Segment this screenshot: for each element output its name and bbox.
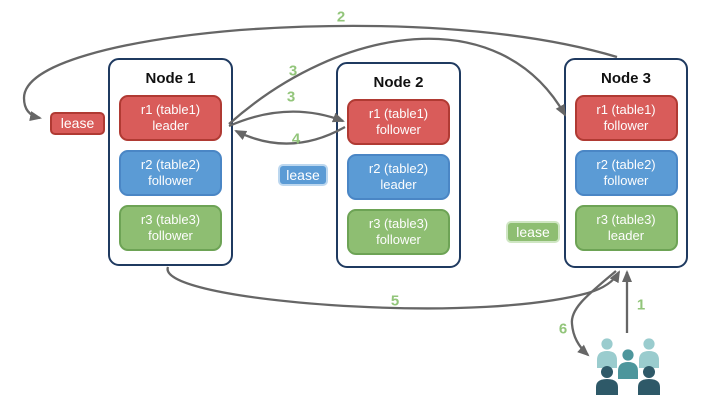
node-2-replica-r1: r1 (table1) follower (347, 99, 450, 145)
replica-role: follower (376, 232, 421, 247)
node-3-replica-r3: r3 (table3) leader (574, 205, 678, 251)
replica-name: r3 (table3) (596, 212, 656, 227)
node-1-replica-r3: r3 (table3) follower (119, 205, 222, 251)
replica-name: r2 (table2) (368, 161, 429, 176)
replica-name: r1 (table1) (368, 106, 429, 121)
replica-role: follower (603, 118, 649, 133)
lease-tag-table3: lease (506, 221, 560, 243)
node-3-replica-r2: r2 (table2) follower (574, 150, 678, 196)
replica-role: leader (380, 177, 417, 192)
replica-role: follower (148, 228, 193, 243)
step-label-5: 5 (390, 292, 400, 310)
replica-role: follower (603, 173, 649, 188)
step-label-6: 6 (558, 320, 568, 338)
replica-name: r1 (table1) (596, 102, 656, 117)
node-1: Node 1 r1 (table1) leader r2 (table2) fo… (108, 58, 233, 266)
step-label-2: 2 (336, 8, 346, 26)
step-label-4: 4 (291, 130, 301, 148)
step-label-3b: 3 (286, 88, 296, 106)
replica-role: follower (148, 173, 193, 188)
replica-role: follower (376, 122, 421, 137)
replica-role: leader (152, 118, 189, 133)
node-3: Node 3 r1 (table1) follower r2 (table2) … (564, 58, 688, 268)
replica-name: r1 (table1) (140, 102, 201, 117)
lease-tag-table1: lease (50, 112, 105, 135)
node-2-title: Node 2 (373, 74, 424, 91)
node-1-title: Node 1 (145, 70, 196, 87)
users-group-icon (596, 338, 660, 395)
step-label-3a: 3 (288, 62, 298, 80)
replica-name: r3 (table3) (140, 212, 201, 227)
replica-name: r3 (table3) (368, 216, 429, 231)
replica-name: r2 (table2) (140, 157, 201, 172)
lease-tag-table2: lease (278, 164, 328, 186)
arrow-step4-ack-to-leader (234, 125, 346, 145)
step-label-1: 1 (636, 296, 646, 314)
node-2: Node 2 r1 (table1) follower r2 (table2) … (336, 62, 461, 268)
node-3-replica-r1: r1 (table1) follower (574, 95, 678, 141)
replica-role: leader (607, 228, 645, 243)
node-2-replica-r3: r3 (table3) follower (347, 209, 450, 255)
node-1-replica-r2: r2 (table2) follower (119, 150, 222, 196)
node-3-title: Node 3 (600, 70, 651, 87)
node-2-replica-r2: r2 (table2) leader (347, 154, 450, 200)
node-1-replica-r1: r1 (table1) leader (119, 95, 222, 141)
replica-name: r2 (table2) (596, 157, 656, 172)
arrow-step3-replicate-to-node2 (228, 110, 345, 128)
